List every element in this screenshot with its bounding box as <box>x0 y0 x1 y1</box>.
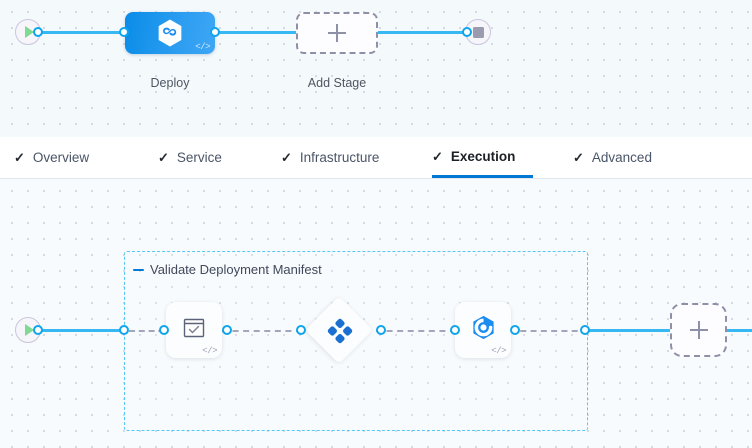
connector-dot-rolling-out[interactable] <box>510 325 520 335</box>
link-addstage-to-end <box>372 31 468 34</box>
tab-overview-label: Overview <box>32 150 90 165</box>
play-icon <box>25 324 34 336</box>
check-icon: ✓ <box>281 150 292 165</box>
connector-dot-start-out[interactable] <box>33 27 43 37</box>
add-stage-node[interactable] <box>296 12 378 54</box>
stage-label-deploy: Deploy <box>150 76 190 90</box>
connector-dot-rolling-in[interactable] <box>450 325 460 335</box>
check-icon: ✓ <box>14 150 25 165</box>
tab-execution[interactable]: ✓ Execution <box>432 137 534 178</box>
link-deploy-to-addstage <box>216 31 304 34</box>
collapse-dash-icon[interactable] <box>133 268 144 271</box>
connector-dot-deploy-out[interactable] <box>210 27 220 37</box>
connector-dot-deploy-in[interactable] <box>119 27 129 37</box>
connector-dot-group-in[interactable] <box>119 325 129 335</box>
connector-dot-group-out[interactable] <box>580 325 590 335</box>
stop-icon <box>472 26 484 38</box>
add-step-node[interactable] <box>670 303 727 357</box>
connector-dot-approve-in[interactable] <box>296 325 306 335</box>
link-addstep-to-right <box>727 329 752 332</box>
tab-infrastructure[interactable]: ✓ Infrastructure <box>281 137 379 178</box>
step-node-dry-run[interactable]: </> <box>166 302 222 358</box>
tab-infrastructure-label: Infrastructure <box>299 150 380 165</box>
plus-icon <box>689 321 708 339</box>
play-icon <box>25 26 34 38</box>
plus-icon <box>328 24 346 42</box>
rolling-code-badge[interactable]: </> <box>491 346 506 356</box>
tab-overview[interactable]: ✓ Overview <box>14 137 89 178</box>
link-approve-to-rolling <box>376 330 456 332</box>
connector-dot-approve-out[interactable] <box>376 325 386 335</box>
stage-tab-bar: ✓ Overview ✓ Service ✓ Infrastructure ✓ … <box>0 137 752 179</box>
tab-service[interactable]: ✓ Service <box>158 137 222 178</box>
tab-service-label: Service <box>176 150 222 165</box>
stage-code-badge[interactable]: </> <box>195 42 210 52</box>
link-rolling-to-groupend <box>510 330 588 332</box>
link-group-to-dryrun <box>129 330 184 332</box>
check-icon: ✓ <box>158 150 169 165</box>
link-execstart-to-group <box>34 329 126 332</box>
tab-advanced[interactable]: ✓ Advanced <box>573 137 652 178</box>
rolling-deployment-icon <box>470 314 497 346</box>
connector-dot-end-in[interactable] <box>462 27 472 37</box>
add-stage-label: Add Stage <box>307 76 367 90</box>
step-group-title: Validate Deployment Manifest <box>150 262 322 277</box>
link-dryrun-to-approve <box>222 330 302 332</box>
link-group-to-addstep <box>585 329 670 332</box>
check-icon: ✓ <box>432 148 443 164</box>
step-node-rolling-deployment[interactable]: </> <box>455 302 511 358</box>
tab-execution-label: Execution <box>450 148 516 164</box>
stage-canvas[interactable]: </> Deploy Add Stage <box>0 0 752 137</box>
link-start-to-deploy <box>34 31 126 34</box>
stage-node-deploy[interactable]: </> <box>125 12 215 54</box>
tab-advanced-label: Advanced <box>591 150 652 165</box>
connector-dot-dryrun-in[interactable] <box>159 325 169 335</box>
execution-canvas[interactable]: Validate Deployment Manifest <box>0 179 752 448</box>
connector-dot-execstart-out[interactable] <box>33 325 43 335</box>
harness-hexagon-icon <box>155 18 185 48</box>
check-icon: ✓ <box>573 150 584 165</box>
dry-run-checkbox-icon <box>182 316 206 345</box>
dry-run-code-badge[interactable]: </> <box>202 346 217 356</box>
connector-dot-dryrun-out[interactable] <box>222 325 232 335</box>
step-group-header[interactable]: Validate Deployment Manifest <box>133 262 322 277</box>
